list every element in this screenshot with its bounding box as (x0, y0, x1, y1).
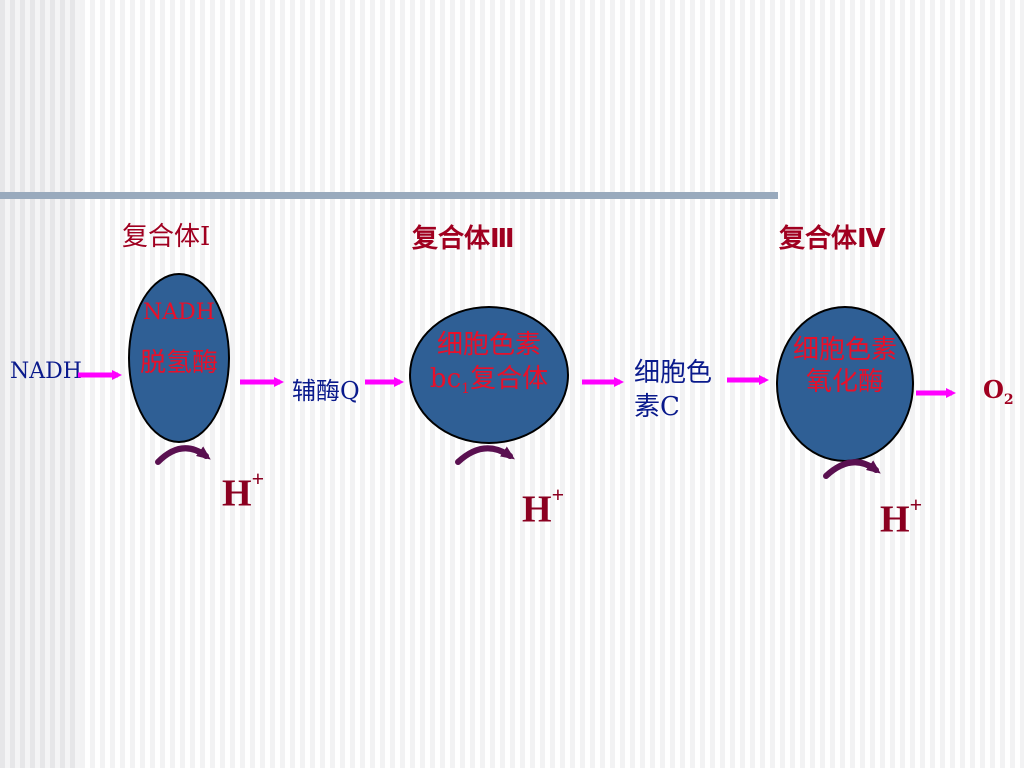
proton-arrow-3 (823, 459, 881, 479)
complex-4-enzyme-line2: 氧化酶 (805, 367, 884, 397)
proton-arrow-2 (455, 445, 515, 465)
complex-4-title: 复合体Ⅳ (779, 224, 886, 254)
proton-arrow-1 (155, 445, 211, 465)
cytochrome-c-line1: 细胞色 (634, 358, 713, 388)
complex-3-oval (409, 306, 569, 444)
title-divider (0, 192, 778, 199)
complex-1-oval (128, 273, 230, 443)
proton-label-2: H+ (522, 482, 565, 531)
proton-label-1: H+ (222, 466, 265, 515)
complex-1-enzyme-line2: 脱氢酶 (139, 348, 218, 378)
nadh-label: NADH (10, 359, 82, 384)
complex-1-enzyme-line1: NADH (143, 300, 215, 325)
electron-flow-arrows (78, 370, 956, 398)
cytochrome-c-line2: 素C (634, 392, 680, 422)
proton-label-3: H+ (880, 492, 923, 541)
oxygen-label: O2 (983, 375, 1014, 408)
background-band (0, 0, 80, 768)
complex-3-enzyme-line1: 细胞色素 (436, 330, 541, 360)
complex-1-title: 复合体Ⅰ (122, 222, 211, 252)
proton-pump-arrows (155, 445, 881, 479)
complex-3-enzyme-line2: bc1复合体 (429, 364, 549, 398)
coenzyme-q-label: 辅酶Q (292, 377, 360, 405)
complex-3-title: 复合体Ⅲ (412, 224, 515, 254)
complex-4-enzyme-line1: 细胞色素 (792, 335, 897, 365)
